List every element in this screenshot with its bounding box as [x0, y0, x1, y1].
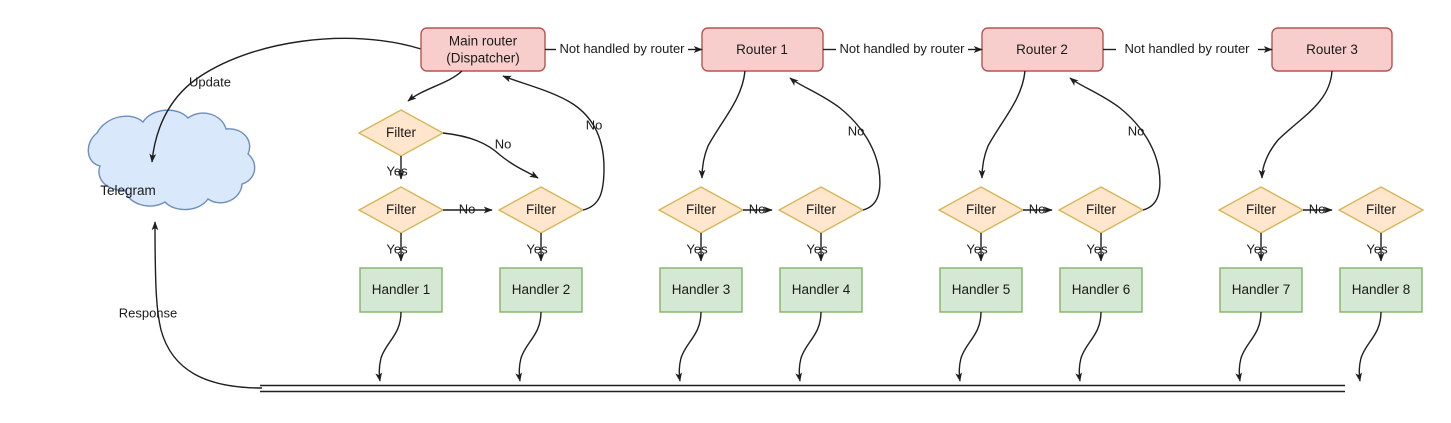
- filter-a-label: Filter: [386, 125, 417, 140]
- router-3[interactable]: Router 3: [1271, 27, 1393, 72]
- cloud-shape: [87, 109, 256, 211]
- edge-filter-4-no-to-router1: [789, 77, 881, 211]
- handler-5-label: Handler 5: [952, 282, 1011, 297]
- handler-3[interactable]: Handler 3: [659, 267, 743, 313]
- edge-label-yes-2: Yes: [526, 241, 548, 256]
- edge-handler-7-to-bus: [1235, 311, 1262, 382]
- edge-filter-2-no-to-mainrouter: [502, 75, 605, 211]
- edge-label-yes-7: Yes: [1246, 241, 1268, 256]
- edge-handler-1-to-bus: [375, 311, 402, 382]
- filter-8[interactable]: Filter: [1337, 186, 1425, 234]
- edge-label-no-4: No: [848, 123, 865, 138]
- filter-2[interactable]: Filter: [497, 186, 585, 234]
- handler-8[interactable]: Handler 8: [1339, 267, 1423, 313]
- router-1[interactable]: Router 1: [701, 27, 824, 72]
- edge-label-not-handled-1: Not handled by router: [559, 41, 685, 56]
- edge-response: [151, 221, 263, 389]
- edge-router1-to-filter-3: [698, 70, 746, 179]
- edge-label-no-6: No: [1128, 123, 1145, 138]
- handler-1-label: Handler 1: [372, 282, 431, 297]
- edge-label-yes-3: Yes: [686, 241, 708, 256]
- handler-7[interactable]: Handler 7: [1219, 267, 1303, 313]
- router-2[interactable]: Router 2: [981, 27, 1104, 72]
- filter-1-label: Filter: [386, 202, 417, 217]
- edge-handler-3-to-bus: [675, 311, 702, 382]
- cloud-label: Telegram: [100, 183, 156, 198]
- edge-handler-2-to-bus: [515, 311, 542, 382]
- router-1-label: Router 1: [736, 42, 788, 57]
- handler-7-label: Handler 7: [1232, 282, 1291, 297]
- handler-1[interactable]: Handler 1: [359, 267, 443, 313]
- edge-label-no-7: No: [1309, 201, 1326, 216]
- edge-label-not-handled-2: Not handled by router: [839, 41, 965, 56]
- filter-7[interactable]: Filter: [1217, 186, 1305, 234]
- edge-label-yes-5: Yes: [966, 241, 988, 256]
- filter-1[interactable]: Filter: [357, 186, 445, 234]
- edge-label-no-a: No: [495, 136, 512, 151]
- router-main-label-line1: Main router: [449, 34, 518, 49]
- edge-handler-5-to-bus: [955, 311, 982, 382]
- edge-router3-to-filter-7: [1258, 70, 1333, 179]
- filter-3-label: Filter: [686, 202, 717, 217]
- handler-8-label: Handler 8: [1352, 282, 1411, 297]
- filter-3[interactable]: Filter: [657, 186, 745, 234]
- edge-label-no-1: No: [459, 201, 476, 216]
- edge-handler-8-to-bus: [1355, 311, 1382, 382]
- handler-4[interactable]: Handler 4: [779, 267, 863, 313]
- edge-label-yes-6: Yes: [1086, 241, 1108, 256]
- handler-4-box: [779, 267, 863, 313]
- edge-filter-a-no-to-filter-2: [442, 132, 539, 179]
- filter-6-label: Filter: [1086, 202, 1117, 217]
- edge-handler-6-to-bus: [1075, 311, 1102, 382]
- handler-6[interactable]: Handler 6: [1059, 267, 1143, 313]
- handler-6-label: Handler 6: [1072, 282, 1131, 297]
- edge-label-no-3: No: [749, 201, 766, 216]
- edge-handler-4-to-bus: [795, 311, 822, 382]
- handler-5[interactable]: Handler 5: [939, 267, 1023, 313]
- edge-label-yes-8: Yes: [1366, 241, 1388, 256]
- router-main-label-line2: (Dispatcher): [446, 51, 520, 66]
- edge-label-yes-1: Yes: [386, 241, 408, 256]
- filter-6[interactable]: Filter: [1057, 186, 1145, 234]
- filter-8-label: Filter: [1366, 202, 1397, 217]
- handler-1-box: [359, 267, 443, 313]
- router-main[interactable]: Main router (Dispatcher): [420, 27, 546, 72]
- handler-2-label: Handler 2: [512, 282, 571, 297]
- filter-5[interactable]: Filter: [937, 186, 1025, 234]
- edge-label-no-5: No: [1029, 201, 1046, 216]
- edge-label-yes-4: Yes: [806, 241, 828, 256]
- handler-4-label: Handler 4: [792, 282, 851, 297]
- edge-update: [149, 37, 422, 163]
- filter-4-label: Filter: [806, 202, 837, 217]
- edge-label-not-handled-3: Not handled by router: [1124, 41, 1250, 56]
- router-3-label: Router 3: [1306, 42, 1358, 57]
- telegram-cloud-node[interactable]: Telegram: [87, 109, 256, 211]
- filter-a[interactable]: Filter: [357, 109, 445, 157]
- handler-3-label: Handler 3: [672, 282, 731, 297]
- edge-label-yes-a: Yes: [386, 163, 408, 178]
- edge-filter-6-no-to-router2: [1069, 77, 1161, 211]
- filter-5-label: Filter: [966, 202, 997, 217]
- edge-router2-to-filter-5: [978, 70, 1026, 179]
- handler-2-box: [499, 267, 583, 313]
- edge-label-update: Update: [189, 74, 231, 89]
- handler-2[interactable]: Handler 2: [499, 267, 583, 313]
- edge-label-no-2: No: [586, 117, 603, 132]
- filter-4[interactable]: Filter: [777, 186, 865, 234]
- filter-2-label: Filter: [526, 202, 557, 217]
- router-2-label: Router 2: [1016, 42, 1068, 57]
- edge-mainrouter-to-filter-a: [407, 70, 463, 102]
- edge-label-response: Response: [119, 305, 178, 320]
- handler-8-box: [1339, 267, 1423, 313]
- filter-7-label: Filter: [1246, 202, 1277, 217]
